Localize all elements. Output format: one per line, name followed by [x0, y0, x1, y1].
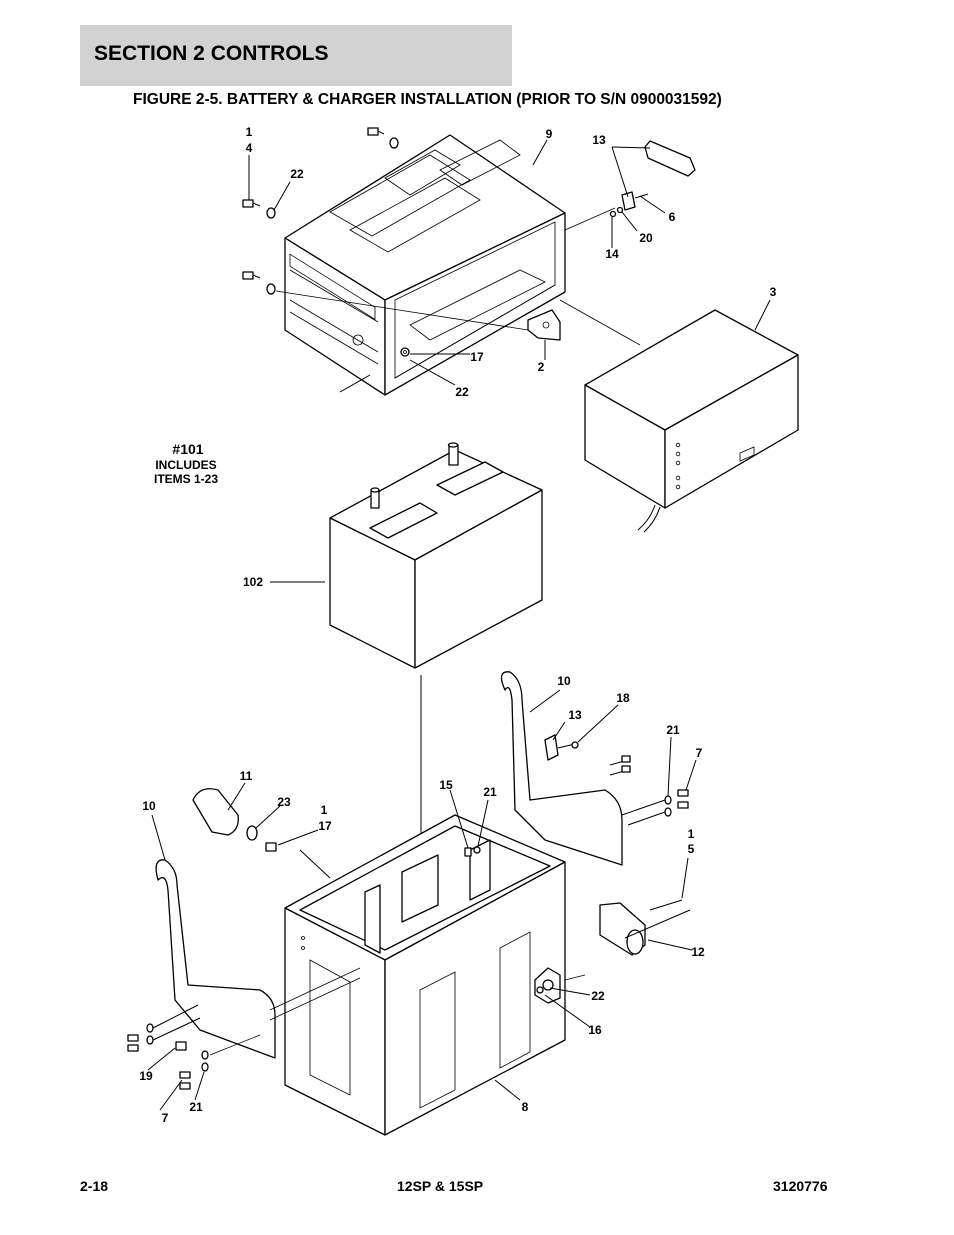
callout-12: 12: [691, 945, 705, 959]
kit-note: #101 INCLUDES ITEMS 1-23: [154, 441, 218, 486]
callout-6: 6: [669, 210, 676, 224]
callout-1: 1: [246, 125, 253, 139]
callout-21: 21: [189, 1100, 203, 1114]
callout-102: 102: [243, 575, 263, 589]
section-title: SECTION 2 CONTROLS: [94, 42, 329, 65]
callout-10: 10: [557, 674, 571, 688]
callout-labels: 1 4 22 9 13 6 20 14 3 17 2 22 102 10 18 …: [139, 125, 776, 1125]
callout-23: 23: [277, 795, 291, 809]
callout-17: 17: [470, 350, 484, 364]
kit-items-range: ITEMS 1-23: [154, 472, 218, 486]
kit-includes: INCLUDES: [155, 458, 216, 472]
callout-22: 22: [290, 167, 304, 181]
figure-title: FIGURE 2-5. BATTERY & CHARGER INSTALLATI…: [133, 91, 722, 108]
kit-number: #101: [172, 441, 203, 457]
callout-14: 14: [605, 247, 619, 261]
callout-13: 13: [568, 708, 582, 722]
callout-16: 16: [588, 1023, 602, 1037]
callout-13: 13: [592, 133, 606, 147]
callout-22: 22: [455, 385, 469, 399]
model-label: 12SP & 15SP: [397, 1178, 484, 1194]
callout-19: 19: [139, 1069, 153, 1083]
callout-2: 2: [538, 360, 545, 374]
callout-9: 9: [546, 127, 553, 141]
callout-10: 10: [142, 799, 156, 813]
page-number: 2-18: [80, 1178, 109, 1194]
callout-7: 7: [696, 746, 703, 760]
callout-21: 21: [483, 785, 497, 799]
callout-18: 18: [616, 691, 630, 705]
battery-tray-drawing: [284, 814, 646, 1136]
callout-15: 15: [439, 778, 453, 792]
callout-8: 8: [522, 1100, 529, 1114]
callout-11: 11: [240, 769, 253, 783]
callout-4: 4: [246, 141, 253, 155]
callout-5: 5: [688, 842, 695, 856]
callout-7: 7: [162, 1111, 169, 1125]
charger-box-drawing: [584, 299, 799, 533]
hanger-brackets-drawing: [127, 671, 697, 1111]
callout-1: 1: [688, 827, 695, 841]
document-number: 3120776: [773, 1178, 828, 1194]
battery-drawing: [270, 442, 543, 905]
charger-housing-drawing: [242, 127, 696, 396]
callout-20: 20: [639, 231, 653, 245]
callout-3: 3: [770, 285, 777, 299]
section-header-band: SECTION 2 CONTROLS: [80, 25, 512, 86]
callout-21: 21: [666, 723, 680, 737]
callout-17: 17: [318, 819, 332, 833]
callout-1: 1: [321, 803, 328, 817]
callout-22: 22: [591, 989, 605, 1003]
